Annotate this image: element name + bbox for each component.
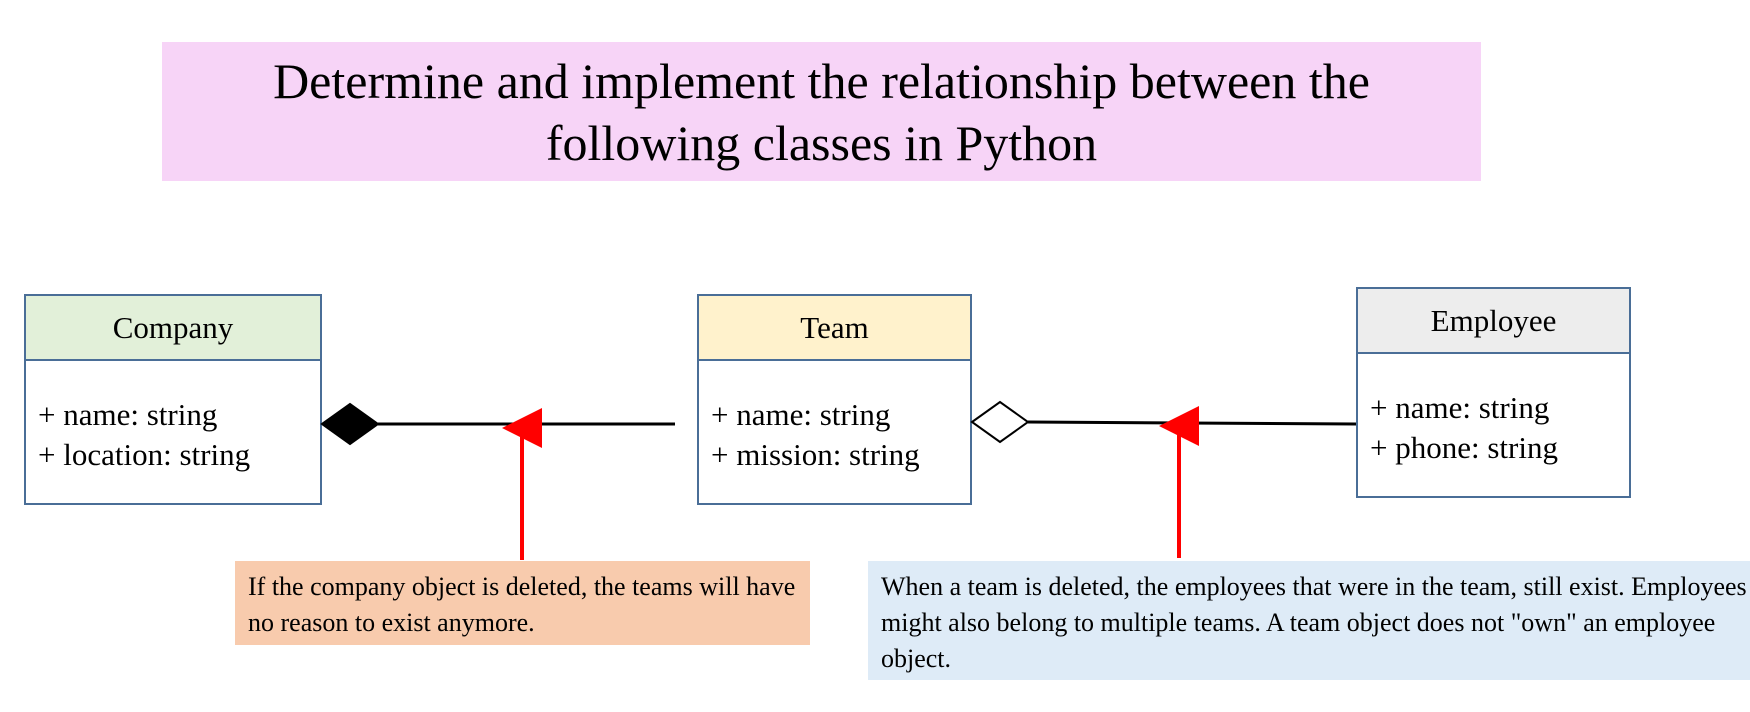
note-aggregation: When a team is deleted, the employees th… [868,561,1750,680]
aggregation-hollow-diamond [970,400,1030,444]
class-box-company: Company + name: string + location: strin… [24,294,322,505]
aggregation-line [1027,420,1357,426]
class-attributes-company: + name: string + location: string [26,361,320,475]
attribute-employee-name: + name: string [1370,390,1550,425]
class-name-employee: Employee [1358,289,1629,354]
composition-filled-diamond [320,402,380,446]
class-name-team: Team [699,296,970,361]
attribute-team-mission: + mission: string [711,437,920,472]
note-composition: If the company object is deleted, the te… [235,561,810,645]
attribute-team-name: + name: string [711,397,891,432]
attribute-company-location: + location: string [38,437,251,472]
class-attributes-team: + name: string + mission: string [699,361,970,475]
class-box-team: Team + name: string + mission: string [697,294,972,505]
diagram-title-text: Determine and implement the relationship… [273,52,1370,171]
attribute-company-name: + name: string [38,397,218,432]
class-attributes-employee: + name: string + phone: string [1358,354,1629,468]
class-box-employee: Employee + name: string + phone: string [1356,287,1631,498]
attribute-employee-phone: + phone: string [1370,430,1558,465]
diagram-title: Determine and implement the relationship… [162,42,1481,181]
class-name-company: Company [26,296,320,361]
